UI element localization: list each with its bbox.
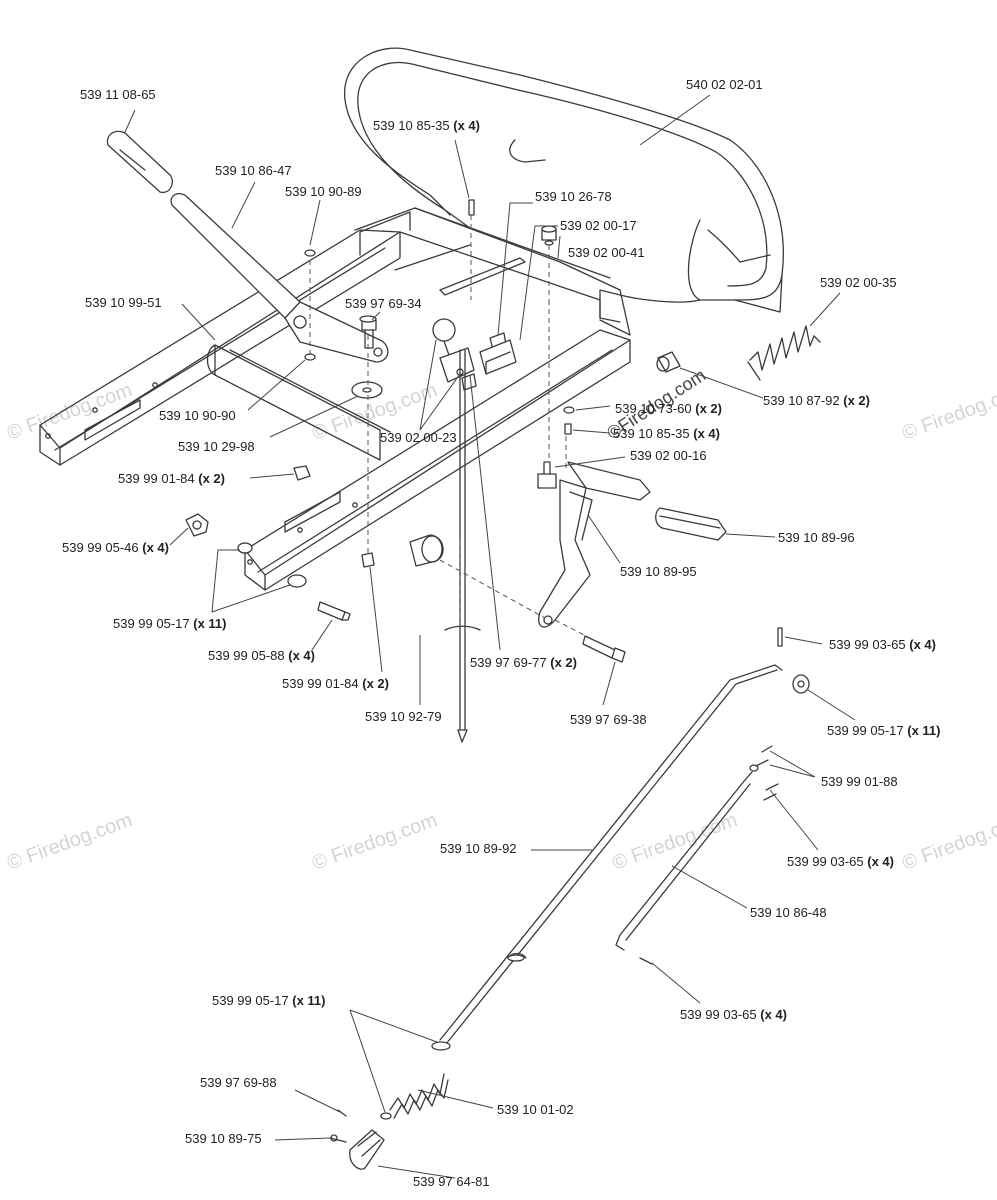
part-callout: 539 97 69-38 xyxy=(570,712,647,727)
line-art xyxy=(39,47,821,1170)
part-callout: 539 10 89-95 xyxy=(620,564,697,579)
part-callout: 539 11 08-65 xyxy=(80,87,156,102)
part-callout: 539 99 01-84 (x 2) xyxy=(118,471,225,486)
part-callout: 539 10 85-35 (x 4) xyxy=(613,426,720,441)
part-callout: 539 10 73-60 (x 2) xyxy=(615,401,722,416)
part-callout: 539 10 85-35 (x 4) xyxy=(373,118,480,133)
part-callout: 539 99 03-65 (x 4) xyxy=(680,1007,787,1022)
part-callout: 539 97 69-34 xyxy=(345,296,422,311)
part-callout: 539 10 86-48 xyxy=(750,905,827,920)
part-callout: 539 99 01-88 xyxy=(821,774,898,789)
pins-drawing xyxy=(639,745,779,965)
part-callout: 539 10 90-90 xyxy=(159,408,236,423)
part-callout: 539 10 90-89 xyxy=(285,184,362,199)
callout-labels: 539 11 08-65 540 02 02-01 539 10 85-35 (… xyxy=(62,77,941,1189)
watermark-text: © Firedog.com xyxy=(609,809,740,875)
part-callout: 539 99 01-84 (x 2) xyxy=(282,676,389,691)
part-callout: 539 10 87-92 (x 2) xyxy=(763,393,870,408)
small-parts-drawing xyxy=(185,199,821,663)
part-callout: 539 99 03-65 (x 4) xyxy=(787,854,894,869)
washer-icon xyxy=(304,249,316,257)
watermark-text: © Firedog.com xyxy=(899,379,997,445)
leader-lines xyxy=(124,94,856,1179)
part-callout: 539 10 89-92 xyxy=(440,841,517,856)
lever-drawing xyxy=(170,192,389,363)
part-callout: 539 97 64-81 xyxy=(413,1174,490,1189)
part-callout: 539 10 89-75 xyxy=(185,1131,262,1146)
part-callout: 539 10 01-02 xyxy=(497,1102,574,1117)
part-callout: 539 02 00-17 xyxy=(560,218,637,233)
frame-drawing xyxy=(39,207,631,591)
part-callout: 539 02 00-35 xyxy=(820,275,897,290)
part-callout: 539 10 26-78 xyxy=(535,189,612,204)
part-callout: 539 99 05-17 (x 11) xyxy=(113,616,227,631)
pedal-drawing xyxy=(538,461,727,628)
watermark-text: © Firedog.com xyxy=(309,809,440,875)
handle-grip-drawing xyxy=(106,130,174,194)
part-callout: 539 02 00-16 xyxy=(630,448,707,463)
control-rod-drawing xyxy=(431,627,810,1051)
part-callout: 539 99 05-46 (x 4) xyxy=(62,540,169,555)
part-callout: 539 10 29-98 xyxy=(178,439,255,454)
part-callout: 539 10 86-47 xyxy=(215,163,292,178)
watermark-text: © Firedog.com xyxy=(4,379,135,445)
part-callout: 539 99 03-65 (x 4) xyxy=(829,637,936,652)
lower-spring-drawing xyxy=(329,1073,449,1170)
part-callout: 539 99 05-88 (x 4) xyxy=(208,648,315,663)
long-rod-drawing xyxy=(444,349,481,743)
assembly-lines xyxy=(309,215,591,639)
part-callout: 540 02 02-01 xyxy=(686,77,763,92)
watermark-text: © Firedog.com xyxy=(4,809,135,875)
part-callout: 539 97 69-77 (x 2) xyxy=(470,655,577,670)
part-callout: 539 99 05-17 (x 11) xyxy=(827,723,941,738)
part-callout: 539 02 00-23 xyxy=(380,430,457,445)
spring-drawing xyxy=(747,325,821,381)
part-callout: 539 10 99-51 xyxy=(85,295,162,310)
part-callout: 539 99 05-17 (x 11) xyxy=(212,993,326,1008)
part-callout: 539 02 00-41 xyxy=(568,245,645,260)
part-callout: 539 10 92-79 xyxy=(365,709,442,724)
watermark-text: © Firedog.com xyxy=(899,809,997,875)
part-callout: 539 10 89-96 xyxy=(778,530,855,545)
bumper-bar-drawing xyxy=(344,47,784,323)
part-callout: 539 97 69-88 xyxy=(200,1075,277,1090)
